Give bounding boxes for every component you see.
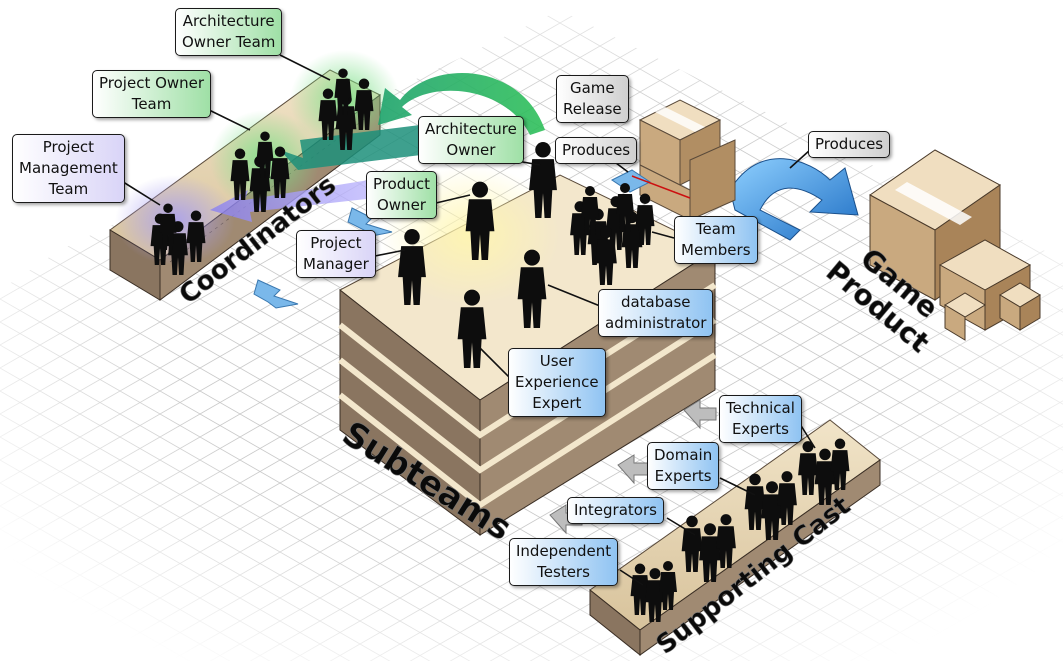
- game-release-callout: Game Release: [556, 75, 629, 123]
- blue-small-arrow-1: [347, 207, 393, 237]
- game-product-boxes: [869, 149, 1041, 341]
- project-management-team-callout: Project Management Team: [12, 134, 125, 203]
- architecture-owner-team-callout: Architecture Owner Team: [175, 8, 283, 56]
- game-release-boxes: [611, 99, 736, 221]
- user-experience-expert-callout: User Experience Expert: [508, 348, 606, 417]
- team-members-callout: Team Members: [674, 216, 758, 264]
- gray-arrow-technical: [683, 399, 717, 430]
- integrators-callout: Integrators: [567, 497, 664, 524]
- database-administrator-callout: database administrator: [598, 289, 714, 337]
- green-curved-arrow: [378, 72, 545, 135]
- independent-testers-callout: Independent Testers: [509, 538, 619, 586]
- product-owner-callout: Product Owner: [366, 171, 437, 219]
- domain-experts-callout: Domain Experts: [647, 442, 720, 490]
- blue-small-arrow-2: [253, 279, 299, 309]
- flow-arrows: [210, 72, 859, 535]
- produces-small-callout: Produces: [555, 137, 638, 164]
- project-manager-callout: Project Manager: [296, 230, 376, 278]
- teal-arrow: [280, 120, 462, 170]
- architecture-owner-callout: Architecture Owner: [418, 116, 524, 164]
- produces-large-callout: Produces: [808, 131, 891, 158]
- technical-experts-callout: Technical Experts: [719, 395, 802, 443]
- produces-large-arrow: [729, 158, 859, 241]
- project-owner-team-callout: Project Owner Team: [92, 70, 212, 118]
